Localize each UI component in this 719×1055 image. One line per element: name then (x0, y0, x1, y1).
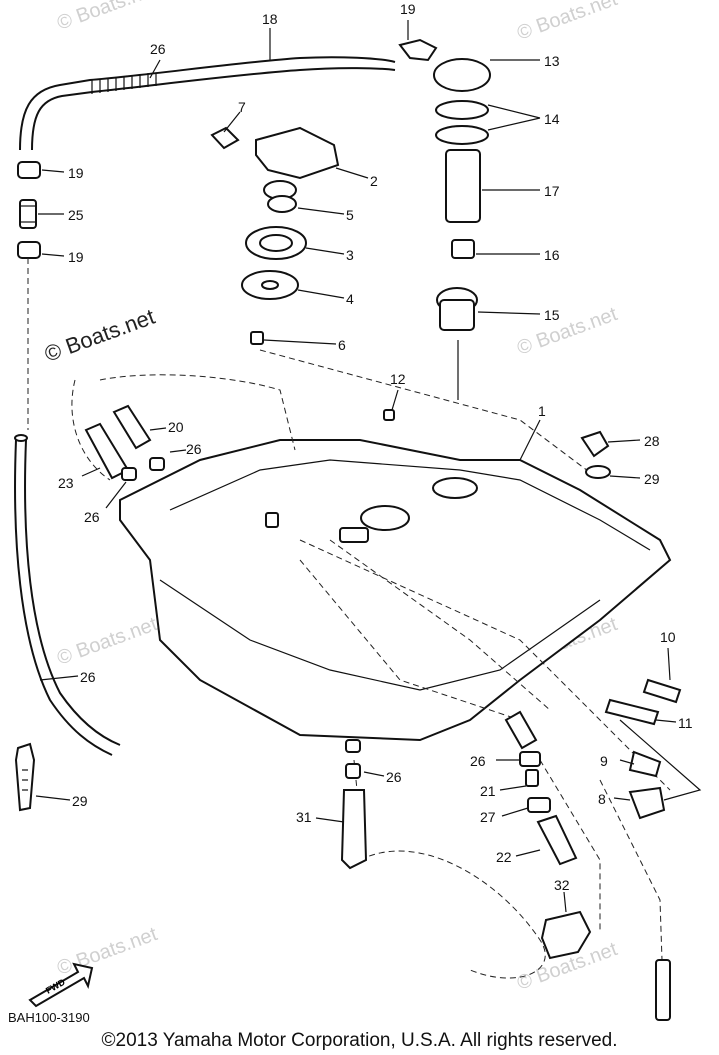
callout-16: 16 (544, 247, 560, 263)
callout-5: 5 (346, 207, 354, 223)
callout-7: 7 (238, 99, 246, 115)
routing-dashes (71, 349, 671, 979)
left-clamps (17, 161, 41, 430)
callout-23: 23 (58, 475, 74, 491)
callout-10: 10 (660, 629, 676, 645)
leader-lines (35, 20, 702, 913)
watermark: © Boats.net (54, 0, 160, 35)
callout-28: 29 (644, 471, 660, 487)
callout-11: 11 (678, 715, 693, 731)
callout-30: 26 (150, 41, 166, 57)
callout-21: 21 (480, 783, 496, 799)
watermark-prominent: © Boats.net (41, 304, 158, 367)
callout-9: 9 (600, 753, 608, 769)
vent-hose-assembly (19, 56, 396, 151)
callout-12: 12 (390, 371, 406, 387)
hose-25 (14, 434, 121, 756)
cap-assembly (210, 126, 340, 345)
callout-labels: 26 18 19 13 14 17 16 15 7 2 5 3 4 6 19 2… (58, 1, 693, 893)
callout-26-b: 26 (84, 509, 100, 525)
callout-14: 14 (544, 111, 560, 127)
callout-19-a: 19 (68, 165, 84, 181)
callout-17: 17 (544, 183, 560, 199)
callout-20: 20 (168, 419, 184, 435)
strap-29 (14, 742, 36, 812)
callout-3: 3 (346, 247, 354, 263)
watermark: © Boats.net (54, 923, 160, 980)
callout-26-d: 26 (470, 753, 486, 769)
lower-parts (84, 404, 682, 1021)
callout-31: 31 (296, 809, 312, 825)
pickup-assembly (398, 38, 491, 400)
callout-24: 25 (68, 207, 84, 223)
bellows-30 (91, 73, 157, 94)
callout-18: 18 (262, 11, 278, 27)
callout-32: 32 (554, 877, 570, 893)
callout-26-e: 27 (480, 809, 496, 825)
callout-26-c: 26 (386, 769, 402, 785)
watermark: © Boats.net (514, 303, 620, 360)
callout-8: 8 (598, 791, 606, 807)
watermark: © Boats.net (54, 613, 160, 670)
callout-25: 26 (80, 669, 96, 685)
diagram-code: BAH100-3190 (8, 1010, 90, 1025)
callout-4: 4 (346, 291, 354, 307)
callout-27: 28 (644, 433, 660, 449)
callout-6: 6 (338, 337, 346, 353)
copyright-notice: ©2013 Yamaha Motor Corporation, U.S.A. A… (101, 1030, 618, 1051)
callout-2: 2 (370, 173, 378, 189)
callout-19-top: 19 (400, 1, 416, 17)
callout-19-b: 19 (68, 249, 84, 265)
callout-13: 13 (544, 53, 560, 69)
callout-15: 15 (544, 307, 560, 323)
watermark: © Boats.net (514, 0, 620, 45)
callout-29: 29 (72, 793, 88, 809)
fuel-tank-1 (119, 439, 672, 742)
callout-26-a: 26 (186, 441, 202, 457)
callout-1: 1 (538, 403, 546, 419)
callout-22: 22 (496, 849, 512, 865)
